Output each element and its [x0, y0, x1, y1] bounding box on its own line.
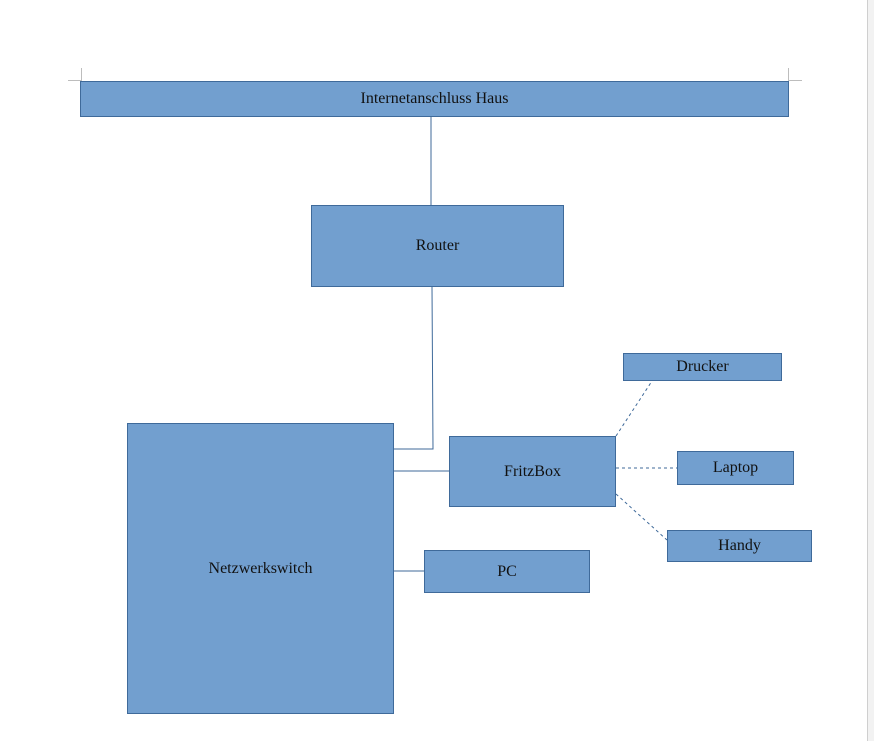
router-box[interactable]: Router	[311, 205, 564, 287]
pc-box[interactable]: PC	[424, 550, 590, 593]
laptop-label: Laptop	[712, 459, 759, 476]
margin-mark-top-right-h	[789, 80, 802, 81]
printer-label: Drucker	[676, 358, 729, 375]
fritzbox-box[interactable]: FritzBox	[449, 436, 616, 507]
printer-box[interactable]: Drucker	[623, 353, 782, 381]
connector-fritzbox-drucker	[615, 380, 653, 437]
phone-box[interactable]: Handy	[667, 530, 812, 562]
connector-fritzbox-handy	[615, 493, 668, 541]
internet-connection-box[interactable]: Internetanschluss Haus	[80, 81, 789, 117]
network-switch-box[interactable]: Netzwerkswitch	[127, 423, 394, 714]
margin-mark-top-right-v	[788, 68, 789, 81]
page-edge	[867, 0, 874, 741]
margin-mark-top-left-v	[81, 68, 82, 81]
laptop-box[interactable]: Laptop	[677, 451, 794, 485]
router-label: Router	[415, 237, 460, 254]
phone-label: Handy	[718, 537, 761, 554]
fritzbox-label: FritzBox	[504, 462, 561, 480]
network-switch-label: Netzwerkswitch	[208, 559, 313, 577]
pc-label: PC	[497, 562, 517, 580]
internet-connection-label: Internetanschluss Haus	[360, 90, 509, 107]
connector-router-switch	[394, 286, 434, 450]
margin-mark-top-left-h	[68, 80, 81, 81]
